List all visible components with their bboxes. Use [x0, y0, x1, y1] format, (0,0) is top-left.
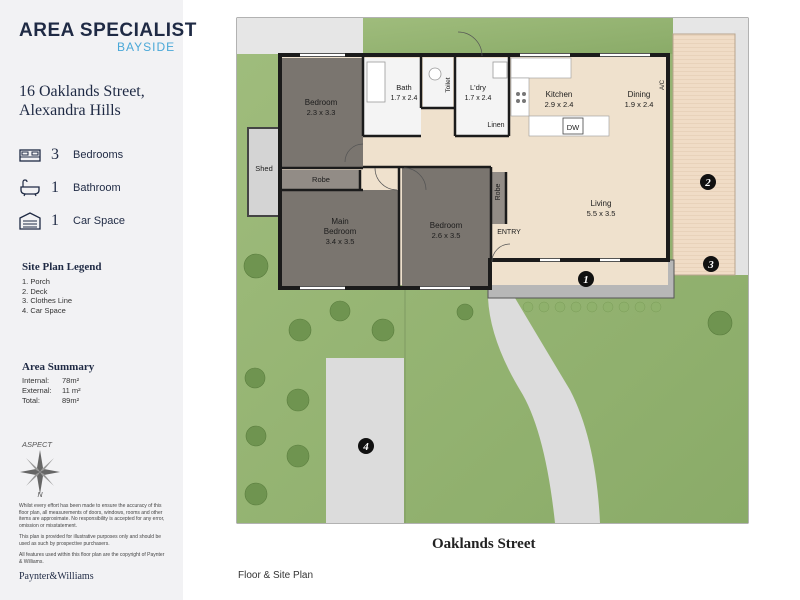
room-bedroom — [281, 58, 363, 168]
bath-icon — [20, 179, 40, 197]
label-linen: Linen — [487, 122, 504, 129]
hedge — [522, 301, 662, 313]
marker-1 — [578, 271, 594, 287]
robe-1 — [281, 170, 361, 190]
area-row-total: Total: 89m² — [22, 396, 80, 405]
label-entry: ENTRY — [497, 229, 521, 236]
side-strip-right — [734, 30, 748, 275]
garage-icon — [19, 212, 41, 230]
robe-2 — [490, 172, 506, 224]
kitchen-bench-side — [510, 77, 530, 117]
marker-4-label: 4 — [362, 441, 369, 453]
feature-bedrooms: 3 Bedrooms — [19, 144, 123, 166]
compass-north: N — [37, 492, 43, 498]
label-main-bedroom-2: Bedroom — [324, 227, 357, 236]
bedroom-label: Bedrooms — [73, 149, 124, 161]
marker-3-label: 3 — [707, 259, 714, 271]
dims-living: 5.5 x 3.5 — [587, 209, 616, 218]
bedroom-count: 3 — [51, 146, 59, 163]
bathtub — [366, 61, 386, 103]
shed — [247, 127, 282, 217]
label-robe-1: Robe — [312, 175, 330, 184]
label-living: Living — [591, 199, 612, 208]
compass-icon: N — [20, 450, 60, 498]
label-main-bedroom: Main — [331, 217, 348, 226]
label-kitchen: Kitchen — [546, 90, 573, 99]
label-laundry: L'dry — [470, 83, 486, 92]
legend-list: 1. Porch 2. Deck 3. Clothes Line 4. Car … — [22, 277, 72, 315]
property-address: 16 Oaklands Street, Alexandra Hills — [19, 83, 145, 119]
side-path — [237, 18, 363, 54]
legend-item: 3. Clothes Line — [22, 296, 73, 305]
marker-2-label: 2 — [704, 177, 711, 189]
car-space-label: Car Space — [73, 215, 125, 227]
label-toilet: Toilet — [445, 77, 452, 92]
marker-1-label: 1 — [583, 274, 589, 286]
deck — [672, 33, 736, 276]
label-bedroom: Bedroom — [305, 98, 338, 107]
dims-kitchen: 2.9 x 2.4 — [545, 100, 574, 109]
street-name: Oaklands Street — [432, 536, 536, 552]
marker-2 — [700, 174, 716, 190]
feature-bathroom: 1 Bathroom — [19, 177, 121, 199]
laundry-tub — [492, 61, 508, 79]
toilet-fixture — [428, 67, 442, 81]
brand-logo: AREA SPECIALIST — [19, 20, 197, 41]
aspect-label: ASPECT — [22, 440, 53, 449]
marker-4 — [358, 438, 374, 454]
label-dw: DW — [567, 123, 580, 132]
area-summary-title: Area Summary — [22, 361, 95, 373]
area-row-internal: Internal: 78m² — [22, 376, 80, 385]
dims-dining: 1.9 x 2.4 — [625, 100, 654, 109]
feature-car-space: 1 Car Space — [19, 210, 125, 232]
credit-logo: Paynter&Williams — [19, 571, 94, 582]
area-row-external: External: 11 m² — [22, 386, 81, 395]
bathroom-count: 1 — [51, 179, 59, 196]
dims-bath: 1.7 x 2.4 — [391, 95, 418, 102]
dishwasher — [562, 117, 584, 135]
label-bath: Bath — [396, 83, 411, 92]
plan-label: Floor & Site Plan — [238, 570, 314, 581]
marker-3 — [703, 256, 719, 272]
room-toilet — [423, 58, 453, 108]
windows — [300, 53, 650, 290]
legend-title: Site Plan Legend — [22, 261, 102, 273]
disclaimer: Whilst every effort has been made to ens… — [19, 503, 165, 565]
label-robe-2: Robe — [495, 184, 502, 201]
label-shed: Shed — [255, 164, 273, 173]
trees — [243, 253, 733, 506]
footpath — [488, 298, 600, 523]
room-bedroom2 — [402, 167, 491, 286]
door-swings — [344, 31, 511, 263]
lawn-top — [363, 18, 673, 54]
dims-main-bedroom: 3.4 x 3.5 — [326, 237, 355, 246]
bathroom-label: Bathroom — [73, 182, 121, 194]
label-dining: Dining — [628, 90, 651, 99]
dims-laundry: 1.7 x 2.4 — [465, 95, 492, 102]
room-main-bedroom — [281, 190, 399, 286]
inner-walls — [280, 55, 511, 288]
sidebar: AREA SPECIALIST BAYSIDE 16 Oaklands Stre… — [0, 0, 196, 600]
label-ac: A/C — [660, 79, 666, 90]
label-bedroom2: Bedroom — [430, 221, 463, 230]
legend-item: 4. Car Space — [22, 305, 66, 315]
car-space-count: 1 — [51, 212, 59, 229]
brand-sub: BAYSIDE — [117, 40, 176, 54]
dims-bedroom: 2.3 x 3.3 — [307, 108, 336, 117]
legend-item: 1. Porch — [22, 277, 50, 286]
legend-item: 2. Deck — [22, 286, 48, 296]
bed-icon — [19, 149, 41, 162]
dims-bedroom2: 2.6 x 3.5 — [432, 231, 461, 240]
kitchen-bench-top — [510, 57, 572, 79]
